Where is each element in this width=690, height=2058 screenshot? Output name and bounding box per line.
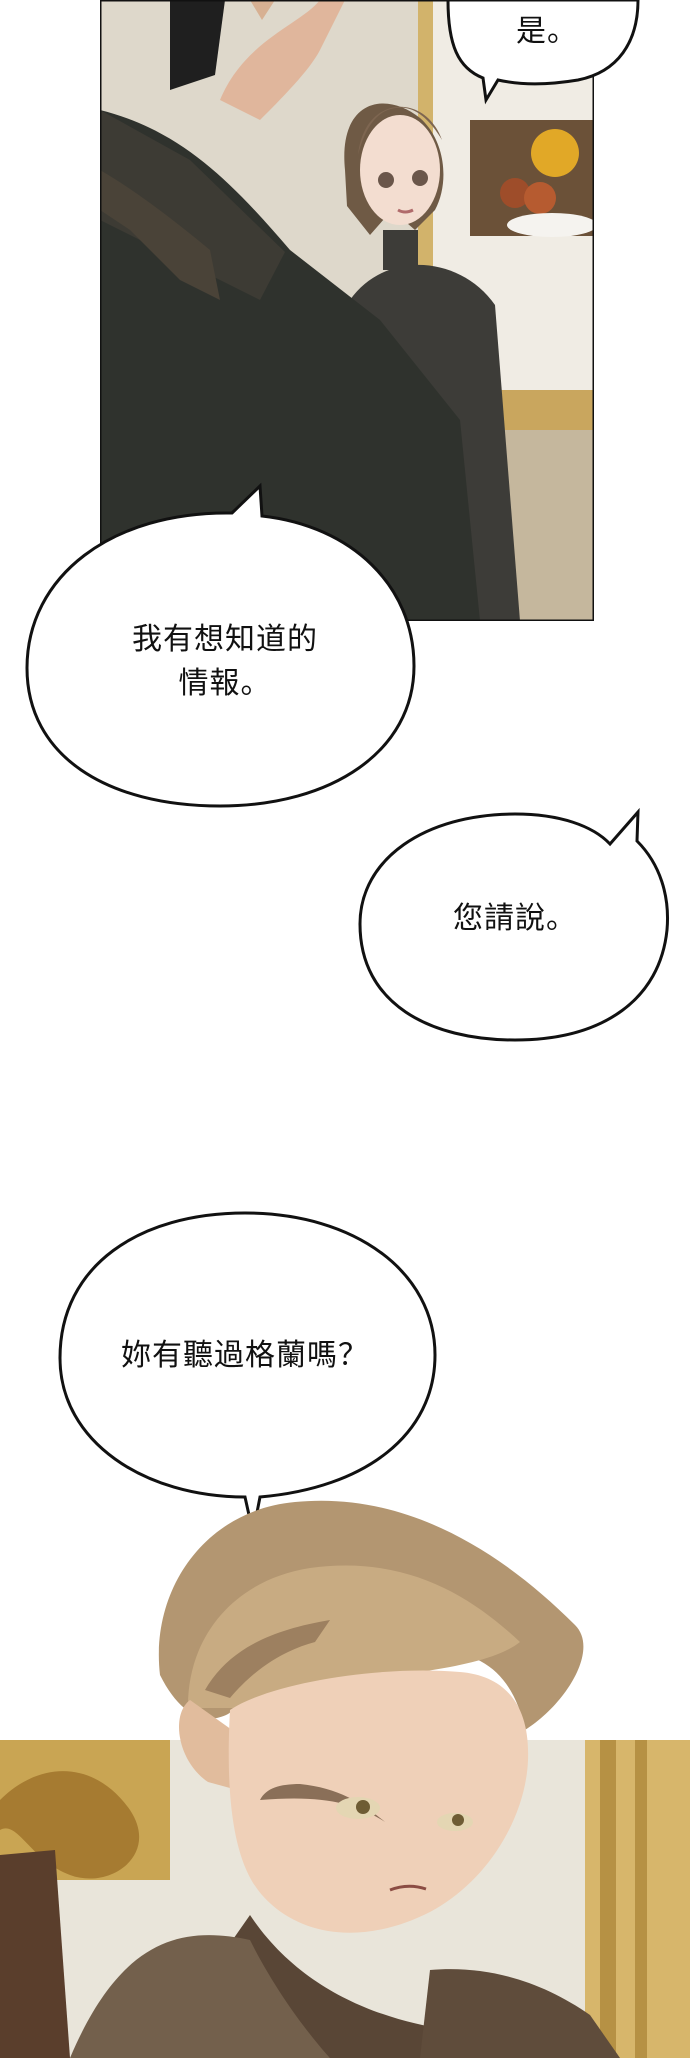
bottom-comic-panel xyxy=(0,1470,690,2058)
bubble-top-text: 是。 xyxy=(516,14,578,49)
speech-bubble-second xyxy=(358,807,669,1042)
speech-bubble-top xyxy=(446,0,640,105)
bubble-third-text: 妳有聽過格蘭嗎？ xyxy=(121,1338,369,1373)
speech-bubble-third xyxy=(58,1211,437,1534)
bubble-first-text: 我有想知道的 情報。 xyxy=(132,622,318,701)
bottom-panel-art xyxy=(0,1500,690,2058)
bubble-second-text: 您請說。 xyxy=(453,901,577,936)
speech-bubble-first xyxy=(25,482,416,808)
